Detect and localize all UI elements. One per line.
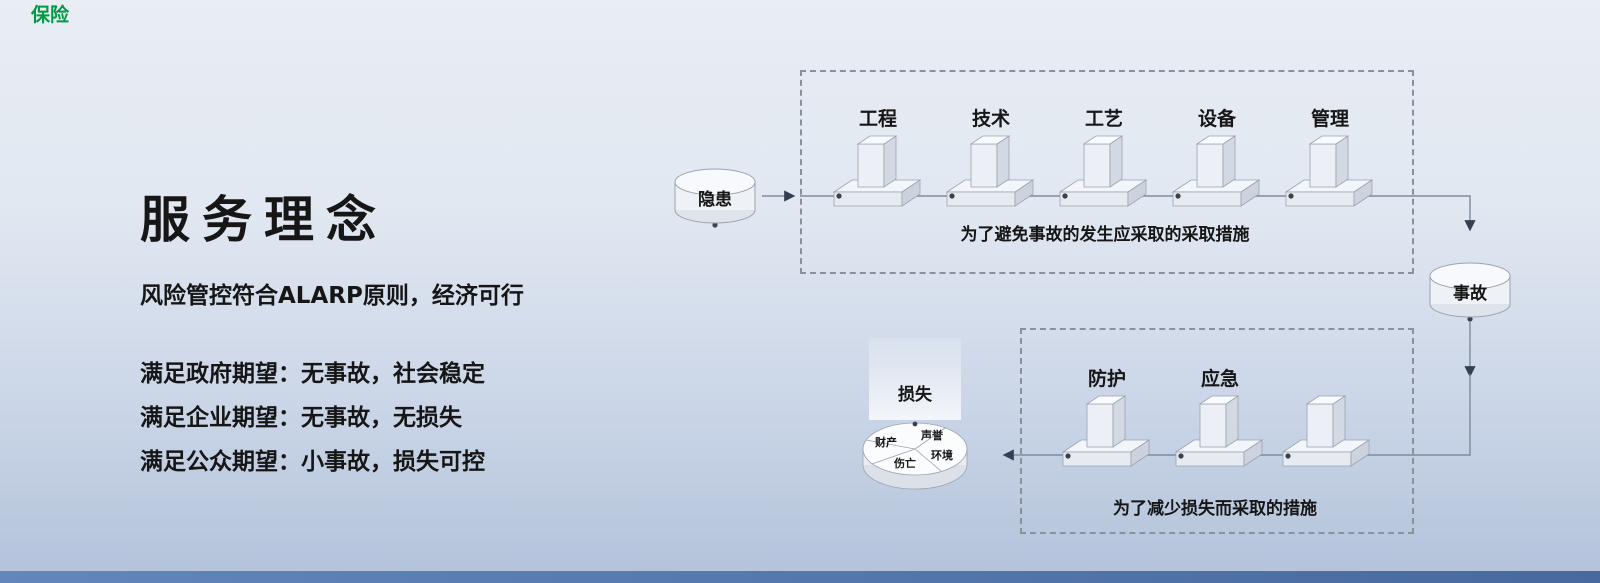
expectations-list: 满足政府期望：无事故，社会稳定 满足企业期望：无事故，无损失 满足公众期望：小事… (140, 352, 485, 484)
hazard-label: 隐患 (698, 190, 732, 210)
loss-segment-environment: 环境 (931, 449, 953, 462)
accident-label: 事故 (1453, 284, 1487, 304)
loss-segment-property: 财产 (875, 436, 897, 449)
barrier-label-technology: 技术 (971, 108, 1010, 130)
pedestal-shape (1284, 135, 1374, 207)
barrier-insurance (1277, 390, 1377, 475)
loss-segment-casualty: 伤亡 (894, 457, 916, 470)
expectation-enterprise: 满足企业期望：无事故，无损失 (140, 405, 462, 431)
barrier-label-equipment: 设备 (1197, 108, 1236, 130)
barrier-label-process: 工艺 (1084, 108, 1123, 130)
subtitle: 风险管控符合ALARP原则，经济可行 (140, 283, 524, 309)
page-title: 服务理念 (140, 191, 388, 249)
pedestal-shape (1061, 395, 1151, 467)
expectation-government: 满足政府期望：无事故，社会稳定 (140, 361, 485, 387)
prevention-box (800, 70, 1414, 274)
barrier-technology (941, 130, 1041, 215)
cylinder-shape (674, 168, 756, 224)
pedestal-shape (1281, 395, 1371, 467)
loss-glow-beam (869, 338, 961, 420)
barrier-management (1280, 130, 1380, 215)
pedestal-shape (945, 135, 1035, 207)
barrier-label-management: 管理 (1310, 108, 1349, 130)
pedestal-shape (1174, 395, 1264, 467)
mitigation-caption: 为了减少损失而采取的措施 (1113, 499, 1317, 519)
barrier-emergency (1170, 390, 1270, 475)
loss-pie-shape (862, 421, 968, 490)
pedestal-shape (832, 135, 922, 207)
barrier-process (1054, 130, 1154, 215)
barrier-label-insurance: 保险 (30, 4, 69, 26)
loss-pie: 财产 声誉 伤亡 环境 (855, 403, 975, 495)
barrier-label-emergency: 应急 (1200, 368, 1239, 390)
barrier-equipment (1167, 130, 1267, 215)
barrier-label-engineering: 工程 (858, 108, 897, 130)
pedestal-shape (1171, 135, 1261, 207)
barrier-engineering (828, 130, 928, 215)
prevention-caption: 为了避免事故的发生应采取的采取措施 (960, 225, 1250, 245)
bottom-accent-bar (0, 571, 1600, 583)
cylinder-shape (1429, 262, 1511, 318)
accident-node: 事故 (1422, 258, 1518, 322)
loss-label: 损失 (898, 385, 932, 405)
hazard-node: 隐患 (667, 164, 763, 228)
pedestal-shape (1058, 135, 1148, 207)
loss-segment-reputation: 声誉 (921, 429, 943, 442)
expectation-public: 满足公众期望：小事故，损失可控 (140, 449, 485, 475)
barrier-protection (1057, 390, 1157, 475)
barrier-label-protection: 防护 (1087, 368, 1126, 390)
